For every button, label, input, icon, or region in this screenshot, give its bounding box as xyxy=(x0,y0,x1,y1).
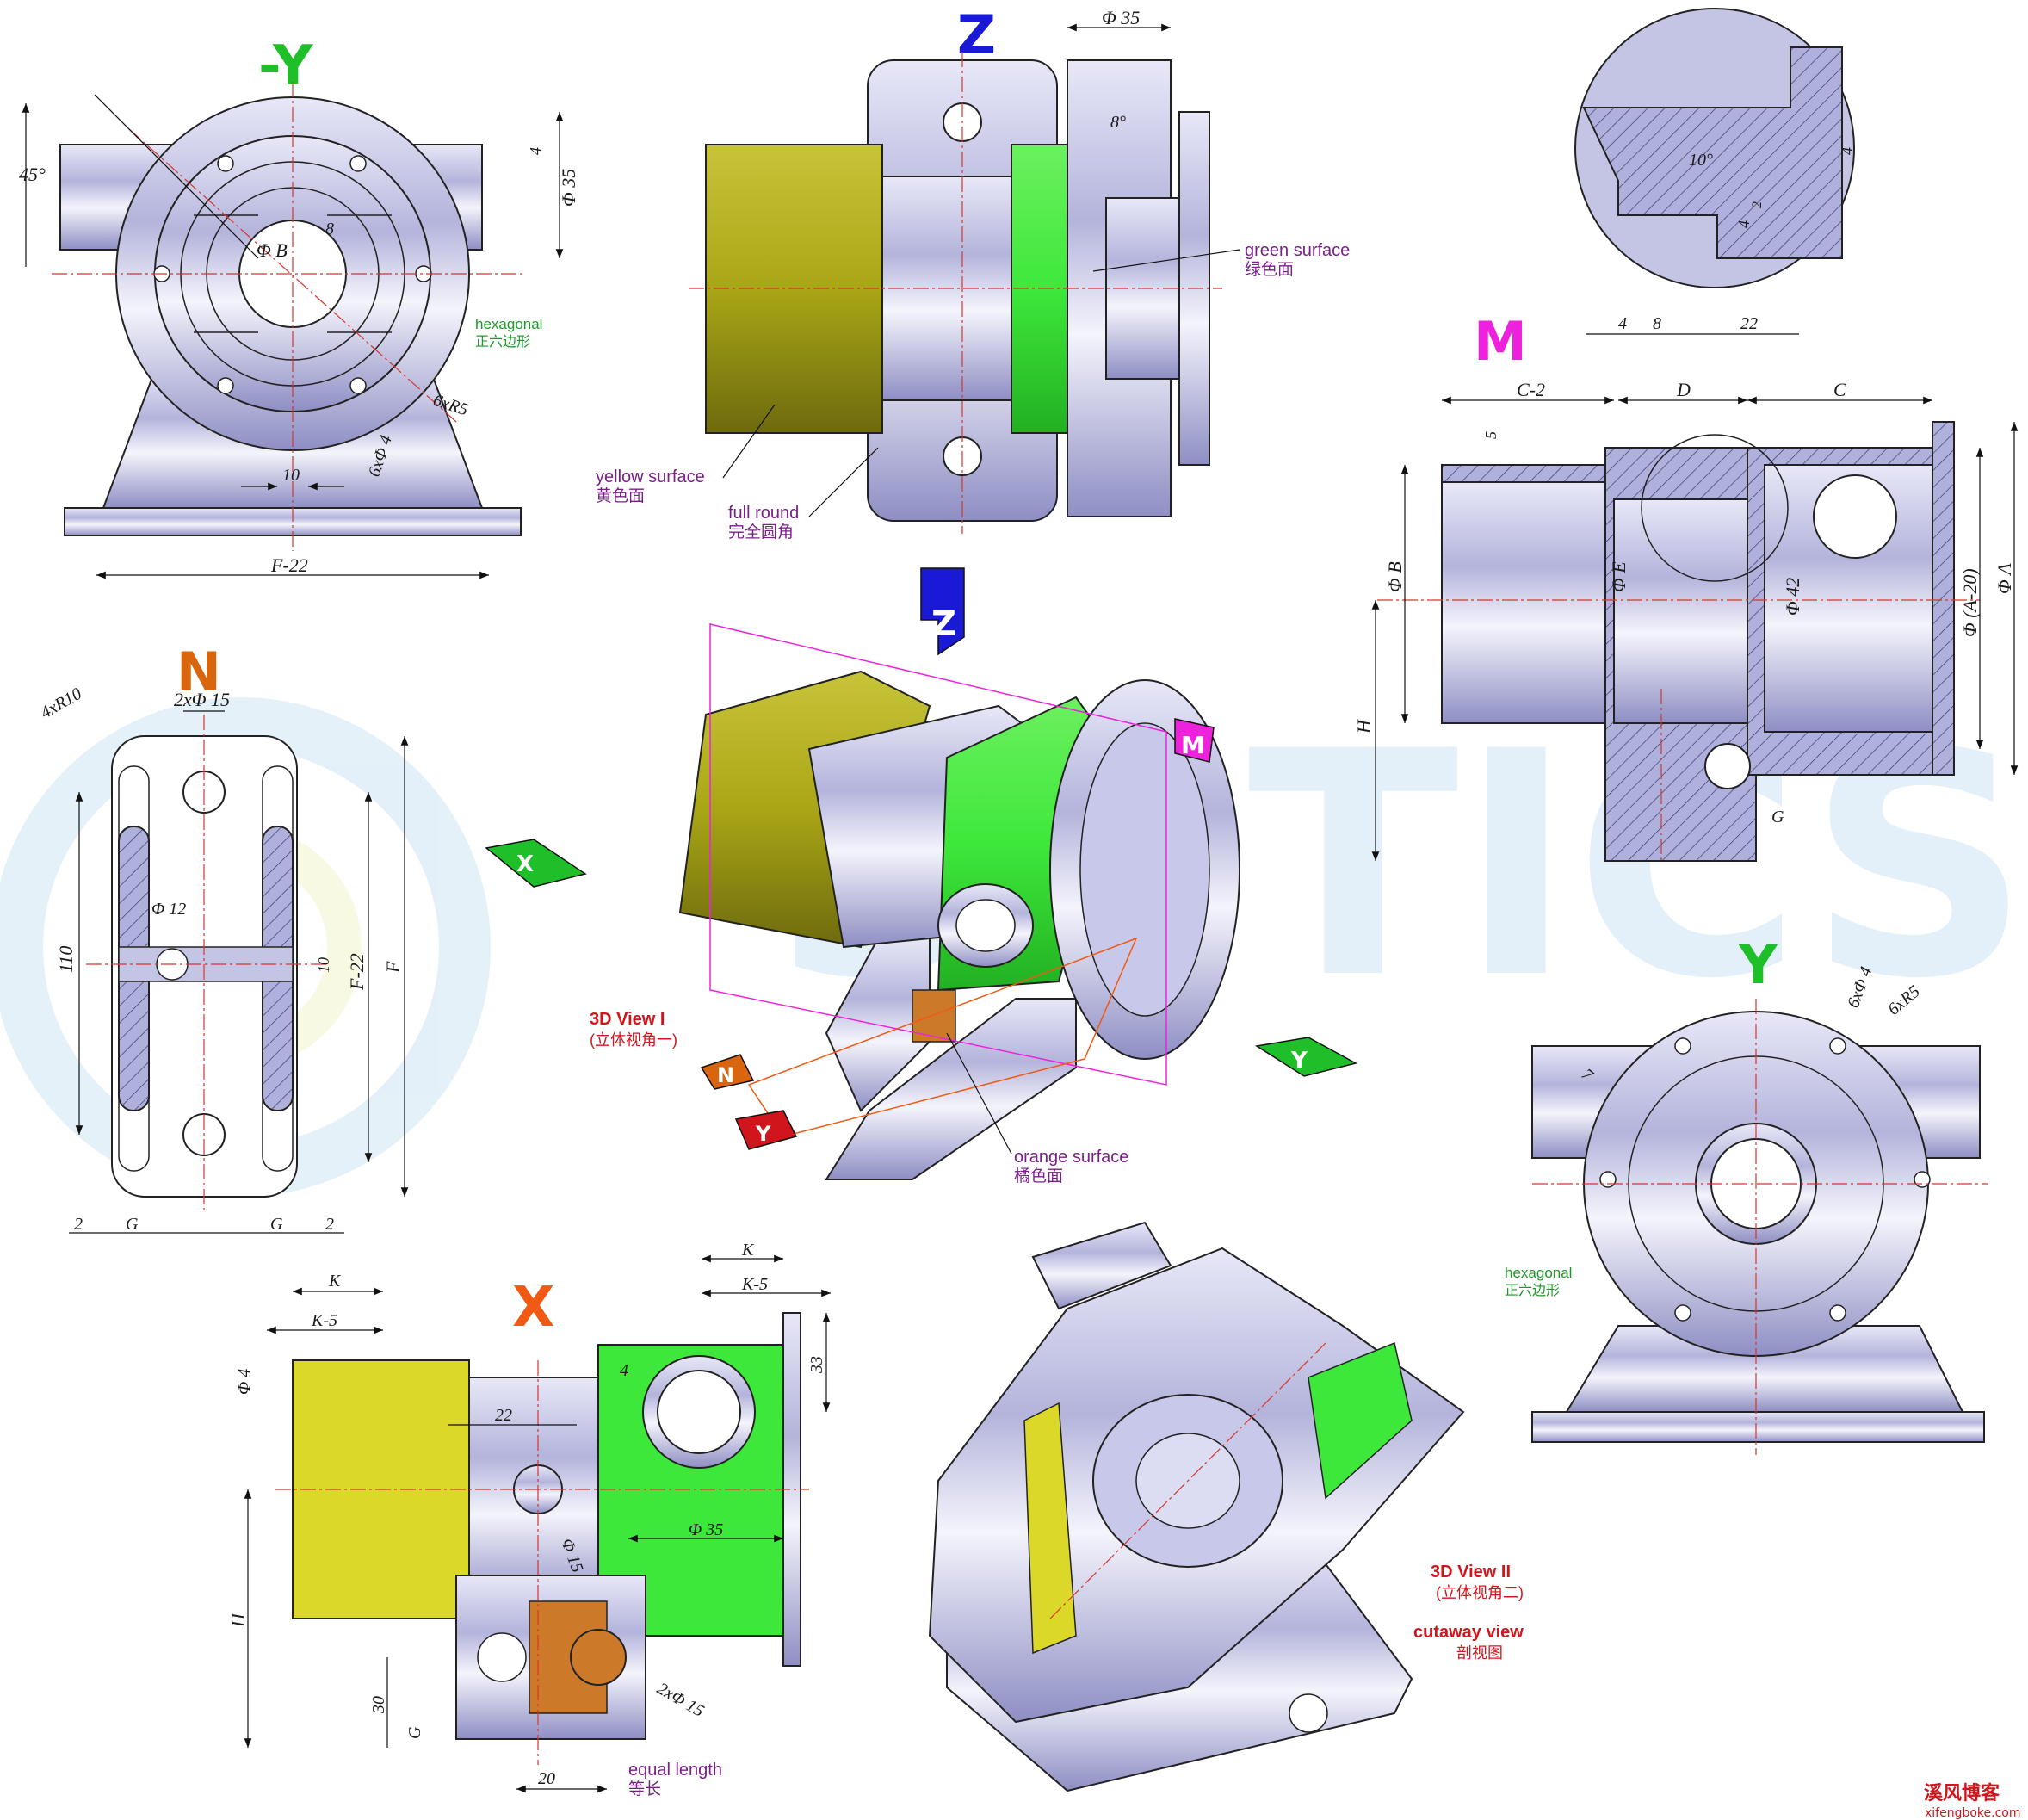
dim-ten: 10 xyxy=(315,957,332,973)
dim-phiA: Φ A xyxy=(1994,563,2015,594)
dim-phiB: Φ B xyxy=(1384,561,1406,592)
view-label-z: Z xyxy=(957,3,996,66)
annotation-hexagonal2-en: hexagonal xyxy=(1505,1265,1572,1281)
annotation-hexagonal-en: hexagonal xyxy=(475,316,542,332)
dim-phi4: Φ 4 xyxy=(235,1369,254,1395)
annotation-view1-en: 3D View I xyxy=(590,1010,665,1029)
dim-fw: F-22 xyxy=(270,554,308,576)
view-x: X K K-5 K K-5 Φ 4 33 4 22 Φ 15 Φ 35 H 30 xyxy=(227,1241,831,1798)
dim-phiB: Φ B xyxy=(257,239,288,261)
dim-h: H xyxy=(227,1613,249,1628)
view-3d-one: Z M X Y N Y 3D View I (立体视角一) orange sur… xyxy=(485,567,1358,1185)
dim-k5-b: K-5 xyxy=(741,1275,768,1294)
dim-four: 4 xyxy=(620,1361,628,1380)
dim-ten-deg: 10° xyxy=(1689,151,1713,170)
annotation-fullround-en: full round xyxy=(728,504,799,523)
annotation-hexagonal-zh: 正六边形 xyxy=(475,334,530,350)
dim-ten: 10 xyxy=(282,466,300,485)
dim-k-a: K xyxy=(328,1272,342,1291)
annotation-cutaway-zh: 剖视图 xyxy=(1456,1644,1503,1662)
dim-phi12: Φ 12 xyxy=(151,900,186,919)
watermark-url: xifengboke.com xyxy=(1925,1806,2021,1820)
dim-twentytwo: 22 xyxy=(495,1406,512,1425)
dim-g: G xyxy=(405,1726,424,1739)
annotation-view2-zh: (立体视角二) xyxy=(1436,1584,1524,1601)
tag-label-y: Y xyxy=(755,1122,771,1146)
dim-c-minus-2: C-2 xyxy=(1517,379,1545,400)
dim-phi15x2: 2xΦ 15 xyxy=(654,1679,708,1721)
view-label-y: Y xyxy=(1738,933,1778,996)
dim-phiE: Φ E xyxy=(1608,561,1629,592)
dim-phiA-20: Φ (A-20) xyxy=(1959,568,1981,637)
view-label-m: M xyxy=(1474,310,1527,373)
dim-phi35: Φ 35 xyxy=(689,1520,723,1539)
dim-g: G xyxy=(1771,808,1784,826)
annotation-view2-en: 3D View II xyxy=(1431,1563,1511,1582)
dim-twenty: 20 xyxy=(538,1769,555,1788)
view-label-n: N xyxy=(176,641,221,703)
annotation-green-en: green surface xyxy=(1245,241,1350,260)
dim-eight: 8 xyxy=(1653,314,1661,333)
arrow-label-x: X xyxy=(516,851,534,877)
dim-four-b: 4 xyxy=(1735,220,1753,228)
dim-four-a: 4 xyxy=(1839,147,1856,155)
view-3d-two-cutaway: 3D View II (立体视角二) cutaway view 剖视图 xyxy=(928,1221,1524,1792)
dim-two: 2 xyxy=(1750,201,1765,208)
view-label-x: X xyxy=(512,1276,554,1340)
dim-four: 4 xyxy=(527,147,544,155)
annotation-yellow-zh: 黄色面 xyxy=(596,486,645,505)
annotation-green-zh: 绿色面 xyxy=(1245,260,1294,279)
annotation-orange-en: orange surface xyxy=(1014,1148,1128,1167)
dim-five: 5 xyxy=(1482,431,1499,439)
dim-eight: 8 xyxy=(325,220,334,238)
view-y: Y 6xΦ 4 6xR5 7 hexagonal 正六边形 xyxy=(1505,933,1988,1455)
annotation-yellow-en: yellow surface xyxy=(596,467,705,486)
annotation-orange-zh: 橘色面 xyxy=(1014,1167,1063,1185)
dim-four: 4 xyxy=(1618,314,1627,333)
dim-thirtythree: 33 xyxy=(807,1356,826,1374)
dim-g-right: G xyxy=(270,1215,283,1234)
dim-r10: 4xR10 xyxy=(38,684,85,723)
annotation-fullround-zh: 完全圆角 xyxy=(728,523,794,542)
dim-f: F xyxy=(382,961,404,974)
annotation-hexagonal2-zh: 正六边形 xyxy=(1505,1283,1560,1298)
annotation-cutaway-en: cutaway view xyxy=(1413,1623,1524,1642)
dim-eight: 8° xyxy=(1110,113,1126,132)
dim-twentytwo: 22 xyxy=(1740,314,1758,333)
dim-phi42: Φ 42 xyxy=(1782,578,1803,616)
dim-f-minus-22: F-22 xyxy=(346,953,368,991)
tag-label-m: M xyxy=(1181,731,1205,759)
arrow-label-y: Y xyxy=(1290,1048,1308,1074)
dim-phi35: Φ 35 xyxy=(1102,7,1140,28)
view-n: N 4xR10 2xΦ 15 Φ 12 110 10 F-22 F 2 G G … xyxy=(38,641,409,1234)
dim-110: 110 xyxy=(55,946,77,973)
dim-angle: 45° xyxy=(19,164,46,185)
dim-phi35: Φ 35 xyxy=(558,169,579,207)
dim-thirty: 30 xyxy=(369,1696,388,1714)
dim-k5-a: K-5 xyxy=(311,1311,337,1330)
dim-phi15: 2xΦ 15 xyxy=(174,689,230,710)
view-label-neg-y: -Y xyxy=(258,34,313,98)
view-neg-y: -Y 45° Φ 35 4 Φ B 8 10 F-22 6xR5 6xΦ 4 xyxy=(19,34,579,579)
arrow-label-z: Z xyxy=(931,604,956,644)
watermark-name: 溪风博客 xyxy=(1924,1782,2000,1805)
annotation-equal-zh: 等长 xyxy=(628,1780,661,1798)
dim-g-left: G xyxy=(126,1215,139,1234)
dim-k-b: K xyxy=(741,1241,755,1260)
view-z: Z Φ 35 8° yellow surface 黄色面 full round … xyxy=(596,3,1350,542)
dim-two-left: 2 xyxy=(74,1215,83,1234)
dim-two-right: 2 xyxy=(325,1215,334,1234)
view-m: 10° 4 4 4 8 22 2 M C-2 D C 5 Φ B Φ E Φ 4… xyxy=(1353,8,2019,862)
dim-d: D xyxy=(1676,379,1691,400)
dim-c: C xyxy=(1833,379,1846,400)
annotation-equal-en: equal length xyxy=(628,1761,722,1780)
tag-label-n: N xyxy=(717,1063,734,1087)
dim-h: H xyxy=(1353,719,1375,734)
annotation-view1-zh: (立体视角一) xyxy=(590,1031,677,1049)
